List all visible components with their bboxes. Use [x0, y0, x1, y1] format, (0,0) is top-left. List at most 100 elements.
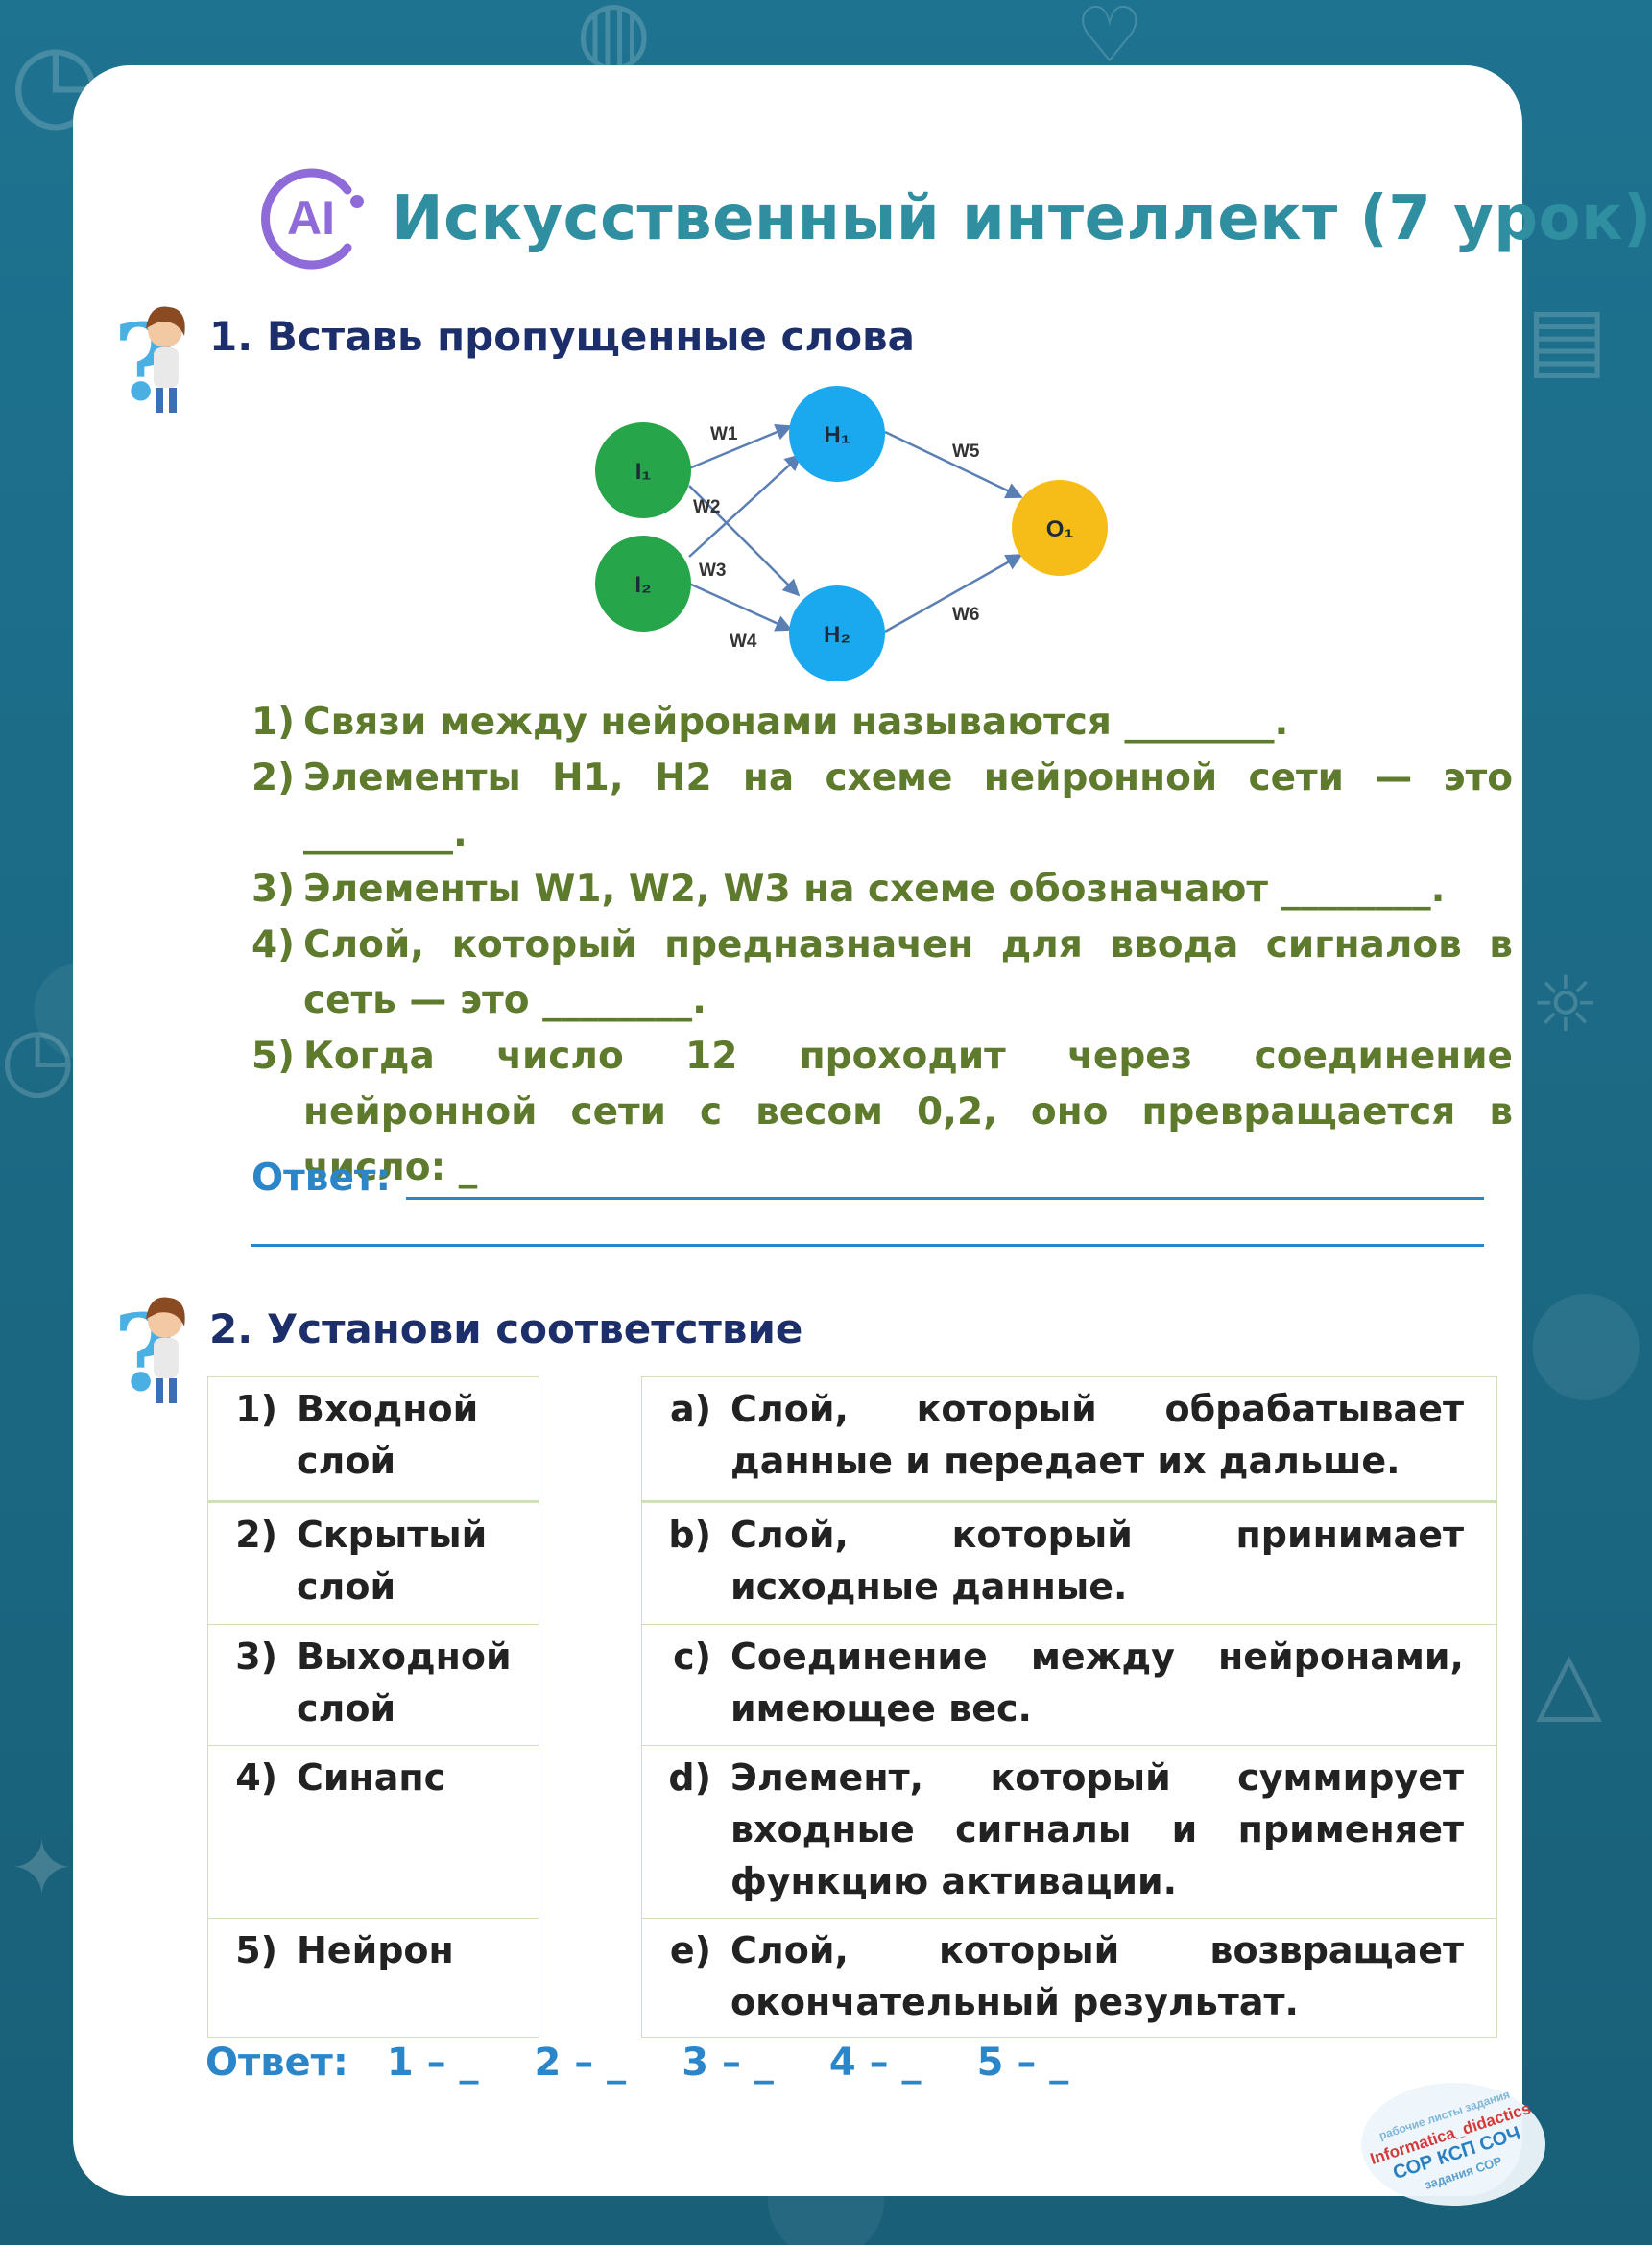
question-item: 3) Элементы W1, W2, W3 на схеме обознача… [251, 862, 1513, 918]
matching-table: 1) Входной слой a) Слой, который обрабатыв… [207, 1376, 1497, 2038]
left-item-text: Нейрон [297, 1929, 454, 1971]
left-item-number: 3) [235, 1636, 277, 1678]
brand-stamp-logo: рабочие листы задания Informatica_didact… [1361, 2083, 1545, 2206]
answer-slot-2[interactable]: 2 – _ [534, 2041, 627, 2085]
node-label-i2: I₂ [634, 572, 651, 598]
question-item: 2) Элементы H1, H2 на схеме нейронной се… [251, 751, 1513, 862]
right-item-key: a) [669, 1388, 711, 1430]
section-1-answer: Ответ: [251, 1144, 1484, 1200]
answer-slot-4[interactable]: 4 – _ [828, 2041, 922, 2085]
weight-label-w2: W2 [693, 497, 721, 517]
background-doodle-star-icon: ✦ [10, 1824, 75, 1913]
table-row: 2) Скрытый слой b)Слой, который принимает… [207, 1501, 1497, 1625]
answer-line[interactable] [406, 1157, 1484, 1200]
question-number: 5) [251, 1035, 295, 1078]
section-2-number: 2. [209, 1305, 253, 1352]
weight-label-w1: W1 [710, 424, 738, 444]
background-doodle-bulb-icon: ☼ [1531, 960, 1600, 1049]
left-item-text: Выходной слой [297, 1636, 512, 1730]
question-number: 3) [251, 868, 295, 911]
answer-slot-1[interactable]: 1 – _ [386, 2041, 479, 2085]
answer-line[interactable] [251, 1244, 1484, 1247]
background-doodle-triangle-icon: △ [1536, 1632, 1603, 1732]
node-h1 [789, 386, 885, 482]
left-item: 3) Выходной слой [207, 1624, 539, 1746]
node-label-h1: H₁ [824, 422, 850, 448]
right-item-key: c) [673, 1636, 711, 1678]
node-label-o1: O₁ [1046, 516, 1074, 542]
right-item-text: Слой, который возвращает окончательный р… [730, 1929, 1464, 2023]
left-item: 2) Скрытый слой [207, 1501, 539, 1625]
edge-h1-o1 [884, 430, 1023, 499]
section-1-number: 1. [209, 313, 253, 360]
table-row: 5) Нейрон e) Слой, который возвращает окон… [207, 1918, 1497, 2038]
section-2-answer: Ответ: 1 – _ 2 – _ 3 – _ 4 – _ 5 – _ [205, 2041, 1124, 2085]
edge-i1-h2 [688, 485, 801, 597]
thinking-girl-icon: ? [113, 1291, 185, 1415]
ai-logo-icon: AI [261, 168, 364, 270]
right-item-text: Слой, который обрабатывает данные и пере… [730, 1388, 1464, 1482]
left-item-text: Входной слой [297, 1388, 479, 1482]
question-number: 2) [251, 756, 295, 800]
match-gap [539, 1376, 642, 2038]
right-item: b)Слой, который принимает исходные данны… [641, 1501, 1497, 1625]
question-number: 1) [251, 701, 295, 744]
right-item-key: d) [668, 1756, 711, 1799]
question-text: Слой, который предназначен для ввода сиг… [303, 923, 1513, 1022]
right-item: a) Слой, который обрабатывает данные и пе… [641, 1376, 1497, 1503]
left-item: 5) Нейрон [207, 1918, 539, 2038]
page-title: Искусственный интеллект (7 урок) [392, 183, 1652, 254]
background-doodle-clock-icon: ◷ [0, 1008, 76, 1109]
left-item-number: 1) [235, 1388, 277, 1430]
question-text: Когда число 12 проходит через соединение… [303, 1035, 1513, 1189]
table-row: 4) Синапс d) Элемент, который суммирует вх… [207, 1745, 1497, 1919]
section-1-heading: 1. Вставь пропущенные слова [209, 313, 915, 360]
right-item: d) Элемент, который суммирует входные сиг… [641, 1745, 1497, 1919]
right-item-text: Элемент, который суммирует входные сигна… [730, 1756, 1464, 1902]
node-o1 [1012, 480, 1108, 576]
question-number: 4) [251, 923, 295, 967]
answer-slot-3[interactable]: 3 – _ [682, 2041, 774, 2085]
left-item-text: Синапс [297, 1756, 446, 1799]
edge-i1-h1 [688, 423, 793, 470]
edge-h2-o1 [884, 553, 1023, 633]
question-text: Элементы W1, W2, W3 на схеме обозначают … [303, 868, 1446, 911]
left-item-number: 2) [235, 1514, 277, 1556]
right-item: e) Слой, который возвращает окончательный… [641, 1918, 1497, 2038]
node-label-h2: H₂ [824, 622, 850, 648]
node-i2 [595, 536, 691, 632]
weight-label-w3: W3 [699, 561, 727, 581]
right-item-key: b) [668, 1514, 711, 1556]
header: AI Искусственный интеллект (7 урок) [259, 161, 1652, 276]
question-item: 1) Связи между нейронами называются ____… [251, 695, 1513, 751]
edge-i2-h2 [688, 582, 793, 632]
question-item: 4) Слой, который предназначен для ввода … [251, 918, 1513, 1029]
table-row: 3) Выходной слой c) Соединение между нейро… [207, 1624, 1497, 1746]
table-row: 1) Входной слой a) Слой, который обрабатыв… [207, 1376, 1497, 2038]
thinking-girl-icon: ? [113, 300, 185, 424]
fill-in-questions: 1) Связи между нейронами называются ____… [251, 695, 1513, 1196]
section-2-title: Установи соответствие [266, 1305, 803, 1352]
section-2-heading: 2. Установи соответствие [209, 1305, 802, 1352]
question-text: Элементы H1, H2 на схеме нейронной сети … [303, 756, 1513, 855]
answer-label: Ответ: [251, 1157, 392, 1200]
node-label-i1: I₁ [635, 459, 652, 485]
weight-label-w4: W4 [730, 632, 757, 652]
left-item-number: 4) [235, 1756, 277, 1799]
right-item-text: Соединение между нейронами, имеющее вес. [730, 1636, 1464, 1730]
weight-label-w6: W6 [952, 605, 980, 625]
svg-text:AI: AI [287, 191, 335, 245]
left-item: 4) Синапс [207, 1745, 539, 1919]
weight-label-w5: W5 [952, 442, 980, 462]
question-text: Связи между нейронами называются _______… [303, 701, 1289, 744]
background-doodle-ruler-icon: ▤ [1526, 288, 1609, 389]
left-item-number: 5) [235, 1929, 277, 1971]
answer-slot-5[interactable]: 5 – _ [976, 2041, 1069, 2085]
right-item-key: e) [669, 1929, 711, 1971]
node-i1 [595, 422, 691, 518]
answer-label: Ответ: [205, 2041, 348, 2085]
left-item-text: Скрытый слой [297, 1514, 488, 1608]
left-item: 1) Входной слой [207, 1376, 539, 1503]
neural-network-diagram: W1 W2 W3 W4 W5 W6 I₁ I₂ H₁ H₂ O₁ [595, 386, 1108, 681]
question-item: 5) Когда число 12 проходит через соедине… [251, 1029, 1513, 1196]
